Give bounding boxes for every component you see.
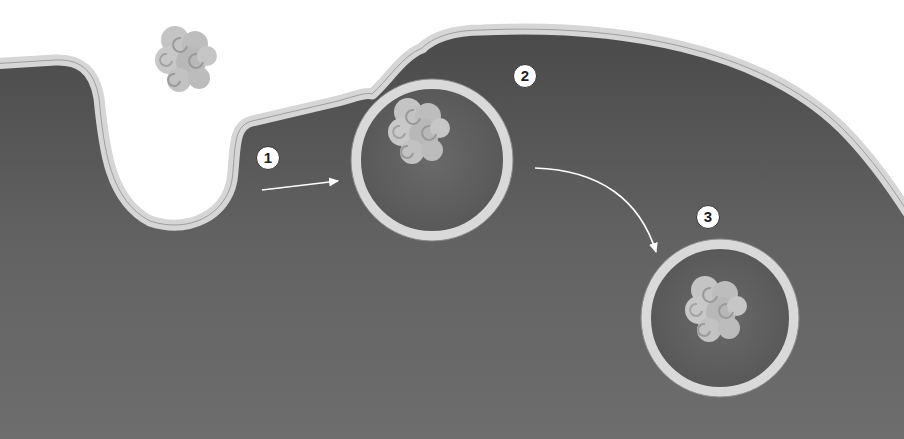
- cargo-particle: [685, 276, 747, 342]
- forming-vesicle: [356, 84, 508, 236]
- cargo-particle: [388, 98, 450, 164]
- process-arrow: [535, 168, 656, 252]
- callout-number: 3: [696, 205, 720, 229]
- endocytic-vesicle: [646, 244, 794, 392]
- callout-number: 1: [256, 146, 280, 170]
- cell-body: [0, 29, 904, 439]
- process-arrow: [262, 181, 338, 190]
- vesicle-edge: [641, 239, 799, 397]
- callout-number: 2: [513, 64, 537, 88]
- vesicle-edge: [351, 79, 513, 241]
- cargo-particle: [155, 26, 217, 92]
